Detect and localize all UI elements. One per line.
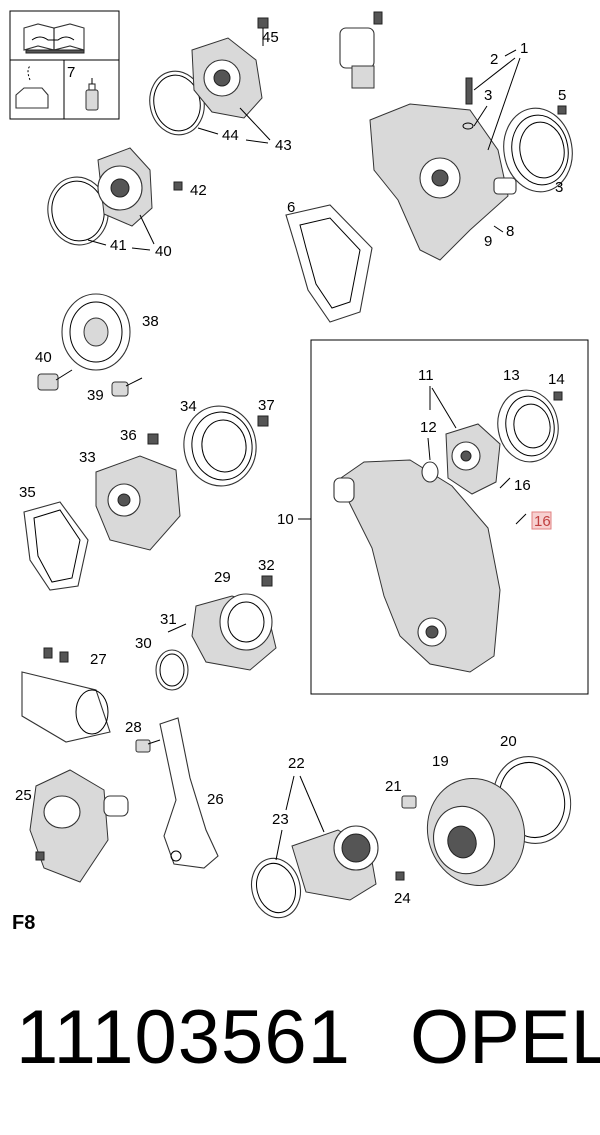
callout-10: 7 [67, 64, 75, 81]
callout-18: 19 [432, 753, 449, 770]
callout-12: 11 [418, 367, 434, 384]
water-pump-21 [251, 825, 405, 919]
pulley-33 [183, 405, 269, 487]
callout-43: 43 [275, 137, 292, 154]
pulley-37 [37, 293, 143, 397]
callout-21: 22 [288, 755, 305, 772]
part-number: 11103561 [16, 995, 351, 1080]
callout-25: 26 [207, 791, 224, 808]
callout-44: 44 [222, 127, 239, 144]
engine-oil-icon [15, 65, 49, 109]
callout-20: 21 [385, 778, 402, 795]
callout-28: 29 [214, 569, 231, 586]
brand-name: OPEL [410, 995, 600, 1080]
callout-32: 33 [79, 449, 96, 466]
callout-3: 3 [484, 87, 492, 104]
callout-2: 2 [490, 51, 498, 68]
callout-7: 8 [506, 223, 514, 240]
callout-40: 40 [155, 243, 172, 260]
callout-27: 28 [125, 719, 142, 736]
callout-15: 14 [548, 371, 565, 388]
callout-26: 27 [90, 651, 107, 668]
callout-30: 31 [160, 611, 177, 628]
gasket-9 [285, 204, 373, 323]
callout-8: 9 [484, 233, 492, 250]
water-pump-28 [155, 575, 277, 691]
callout-5: 3 [555, 179, 563, 196]
water-pump-18 [401, 755, 572, 886]
water-pump-assembly-40 [47, 147, 183, 246]
water-pump-32 [23, 433, 181, 591]
callout-14: 13 [503, 367, 520, 384]
callout-13: 12 [420, 419, 437, 436]
callout-29: 30 [135, 635, 152, 652]
callout-6: 5 [558, 87, 566, 104]
heat-shield-26 [21, 647, 111, 743]
sealant-tube-icon [85, 78, 99, 111]
callout-36: 37 [258, 397, 275, 414]
callout-9: 6 [287, 199, 295, 216]
callout-38: 39 [87, 387, 104, 404]
callout-37: 38 [142, 313, 159, 330]
highlighted-callout-16[interactable]: 16 [531, 511, 552, 530]
callout-33: 34 [180, 398, 197, 415]
auxiliary-pump-24 [29, 769, 129, 883]
callout-11: 10 [277, 511, 294, 528]
water-pump-kit-frame-11 [298, 339, 589, 695]
callout-1: 1 [520, 40, 528, 57]
callout-24: 25 [15, 787, 32, 804]
manual-book-icon [23, 23, 85, 54]
parts-diagram: 7 45 44 43 42 41 40 6 [9, 10, 589, 919]
callout-42: 42 [190, 182, 207, 199]
info-box: 7 [9, 10, 120, 120]
callout-17: 16 [514, 477, 531, 494]
bracket-25 [135, 717, 219, 869]
callout-22: 23 [272, 811, 289, 828]
callout-41: 41 [110, 237, 127, 254]
callout-31: 32 [258, 557, 275, 574]
pulley-5 [503, 105, 573, 193]
callout-23: 24 [394, 890, 411, 907]
section-code: F8 [12, 912, 36, 934]
callout-39: 40 [35, 349, 52, 366]
callout-19: 20 [500, 733, 517, 750]
callout-45: 45 [262, 29, 279, 46]
water-pump-housing-1 [339, 11, 517, 261]
callout-34: 35 [19, 484, 36, 501]
water-pump-assembly-43 [149, 17, 269, 136]
callout-16: 16 [534, 513, 551, 530]
callout-35: 36 [120, 427, 137, 444]
